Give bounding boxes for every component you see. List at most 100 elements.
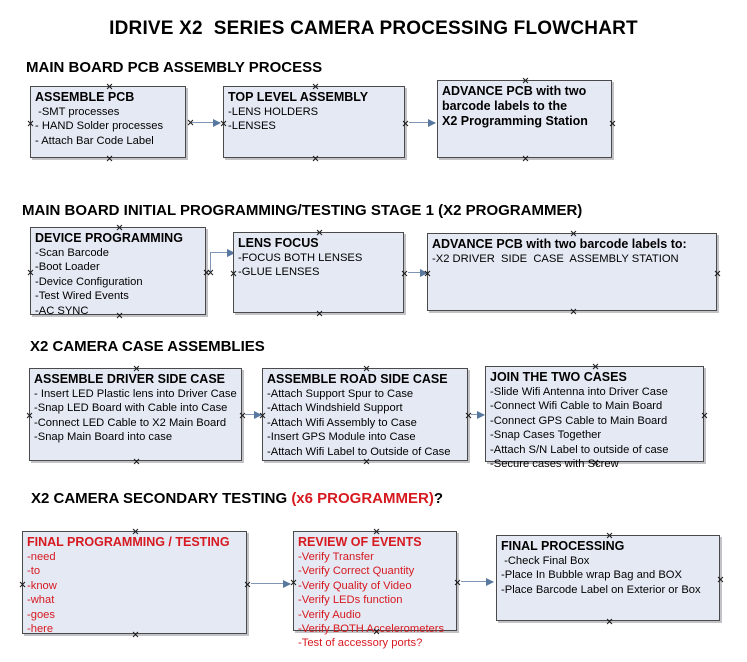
resize-handle-bottom[interactable] xyxy=(522,155,529,162)
resize-handle-bottom[interactable] xyxy=(570,308,577,315)
list-item: -Slide Wifi Antenna into Driver Case xyxy=(490,386,668,398)
list-item: -Boot Loader xyxy=(35,261,100,274)
resize-handle-top[interactable] xyxy=(606,532,613,539)
resize-handle-bottom[interactable] xyxy=(133,458,140,465)
resize-handle-top[interactable] xyxy=(570,230,577,237)
list-item: -need xyxy=(27,551,56,563)
list-item: -Attach Support Spur to Case xyxy=(267,388,414,400)
list-item: -what xyxy=(27,594,55,607)
box-join-the-two-cases[interactable]: JOIN THE TWO CASES -Slide Wifi Antenna i… xyxy=(485,363,704,470)
list-item: -LENS HOLDERS xyxy=(228,106,319,118)
box-advance-pcb-to-driver-side-case[interactable]: ADVANCE PCB with two barcode labels to: … xyxy=(427,233,717,311)
connector-road-side-to-join-cases xyxy=(471,410,485,419)
resize-handle-bottom[interactable] xyxy=(312,155,319,162)
list-item: -Test Wired Events xyxy=(35,290,129,303)
resize-handle-left[interactable] xyxy=(27,269,34,276)
box-item-list: -Check Final Box -Place In Bubble wrap B… xyxy=(501,554,715,597)
list-item: -know xyxy=(27,579,57,592)
list-item: -GLUE LENSES xyxy=(238,266,320,279)
box-item-list: -LENS HOLDERS -LENSES xyxy=(228,105,400,134)
list-item: -Place In Bubble wrap Bag and BOX xyxy=(501,569,682,582)
list-item: -FOCUS BOTH LENSES xyxy=(238,252,363,264)
resize-handle-right[interactable] xyxy=(402,120,409,127)
resize-handle-top[interactable] xyxy=(116,224,123,231)
list-item: -Device Configuration xyxy=(35,275,143,288)
list-item: -Attach S/N Label to outside of case xyxy=(490,443,669,456)
resize-handle-right[interactable] xyxy=(203,269,210,276)
list-item: -AC SYNC xyxy=(35,304,89,317)
resize-handle-top[interactable] xyxy=(522,77,529,84)
resize-handle-top[interactable] xyxy=(363,365,370,372)
connector-assemble-pcb-to-top-level-assembly xyxy=(190,118,221,127)
box-final-processing[interactable]: FINAL PROCESSING -Check Final Box -Place… xyxy=(496,535,720,621)
box-lens-focus[interactable]: LENS FOCUS -FOCUS BOTH LENSES -GLUE LENS… xyxy=(233,232,404,313)
resize-handle-top[interactable] xyxy=(592,363,599,370)
list-item: -Scan Barcode xyxy=(35,247,110,259)
section-heading-main-board-initial-programming: MAIN BOARD INITIAL PROGRAMMING/TESTING S… xyxy=(22,202,583,219)
list-item: -goes xyxy=(27,608,55,621)
resize-handle-left[interactable] xyxy=(26,412,33,419)
box-title: DEVICE PROGRAMMING xyxy=(35,231,183,245)
box-title: ADVANCE PCB with two barcode labels to: xyxy=(432,237,687,251)
box-top-level-assembly[interactable]: TOP LEVEL ASSEMBLY -LENS HOLDERS -LENSES xyxy=(223,86,405,158)
connector-review-of-events-to-final-processing xyxy=(461,577,494,586)
list-item: -Snap Cases Together xyxy=(490,429,602,442)
resize-handle-right[interactable] xyxy=(609,120,616,127)
section-heading-x2-camera-case-assemblies: X2 CAMERA CASE ASSEMBLIES xyxy=(30,338,265,355)
resize-handle-right[interactable] xyxy=(244,581,251,588)
list-item: -Connect LED Cable to X2 Main Board xyxy=(34,416,227,429)
list-item: -to xyxy=(27,565,41,578)
resize-handle-right[interactable] xyxy=(714,270,721,277)
box-review-of-events[interactable]: REVIEW OF EVENTS -Verify Transfer -Verif… xyxy=(293,528,457,649)
list-item: -Verify Correct Quantity xyxy=(298,565,415,578)
resize-handle-top[interactable] xyxy=(312,83,319,90)
list-item: -Insert GPS Module into Case xyxy=(267,431,416,444)
resize-handle-top[interactable] xyxy=(133,365,140,372)
resize-handle-bottom[interactable] xyxy=(106,155,113,162)
box-title: JOIN THE TWO CASES xyxy=(490,370,627,384)
box-title: ASSEMBLE DRIVER SIDE CASE xyxy=(34,372,226,386)
resize-handle-top[interactable] xyxy=(106,83,113,90)
connector-lens-focus-to-advance-pcb xyxy=(408,268,428,277)
box-final-programming-testing[interactable]: FINAL PROGRAMMING / TESTING -need -to -k… xyxy=(19,528,247,636)
box-title: ASSEMBLE ROAD SIDE CASE xyxy=(267,372,448,386)
resize-handle-top[interactable] xyxy=(132,528,139,535)
box-title: TOP LEVEL ASSEMBLY xyxy=(228,90,369,104)
box-title: FINAL PROCESSING xyxy=(501,539,625,553)
resize-handle-right[interactable] xyxy=(701,412,708,419)
resize-handle-right[interactable] xyxy=(465,412,472,419)
list-item: -Verify LEDs function xyxy=(298,594,403,607)
list-item: -Snap LED Board with Cable into Case xyxy=(34,402,228,415)
list-item: -Verify Audio xyxy=(298,608,361,621)
box-assemble-pcb[interactable]: ASSEMBLE PCB -SMT processes - HAND Solde… xyxy=(30,86,186,158)
box-item-list: -Verify Transfer -Verify Correct Quantit… xyxy=(298,550,452,651)
box-advance-pcb-to-x2-programming-station[interactable]: ADVANCE PCB with two barcode labels to t… xyxy=(437,80,612,158)
list-item: -Connect Wifi Cable to Main Board xyxy=(490,400,663,413)
box-title: LENS FOCUS xyxy=(238,236,319,250)
section-heading-x2-camera-secondary-testing: X2 CAMERA SECONDARY TESTING (x6 PROGRAMM… xyxy=(31,490,443,507)
section-heading-suffix: ? xyxy=(433,490,443,507)
resize-handle-right[interactable] xyxy=(239,412,246,419)
list-item: -Place Barcode Label on Exterior or Box xyxy=(501,583,701,596)
resize-handle-left[interactable] xyxy=(19,581,26,588)
box-device-programming[interactable]: DEVICE PROGRAMMING -Scan Barcode -Boot L… xyxy=(27,224,206,317)
box-assemble-driver-side-case[interactable]: ASSEMBLE DRIVER SIDE CASE - Insert LED P… xyxy=(29,368,242,461)
list-item: -here xyxy=(27,623,54,636)
resize-handle-top[interactable] xyxy=(373,528,380,535)
list-item: - Insert LED Plastic lens into Driver Ca… xyxy=(34,388,237,400)
resize-handle-left[interactable] xyxy=(27,120,34,127)
resize-handle-right[interactable] xyxy=(717,576,724,583)
resize-handle-bottom[interactable] xyxy=(316,310,323,317)
box-item-list: -Slide Wifi Antenna into Driver Case -Co… xyxy=(490,385,699,471)
section-heading-main-board-pcb-assembly: MAIN BOARD PCB ASSEMBLY PROCESS xyxy=(26,59,323,76)
box-assemble-road-side-case[interactable]: ASSEMBLE ROAD SIDE CASE -Attach Support … xyxy=(262,368,468,461)
list-item: -Attach Windshield Support xyxy=(267,402,403,415)
page-title: IDRIVE X2 SERIES CAMERA PROCESSING FLOWC… xyxy=(109,18,638,39)
box-item-list: - Insert LED Plastic lens into Driver Ca… xyxy=(34,387,237,445)
resize-handle-right[interactable] xyxy=(401,270,408,277)
resize-handle-top[interactable] xyxy=(316,229,323,236)
resize-handle-bottom[interactable] xyxy=(606,618,613,625)
box-item-list: -need -to -know -what -goes -here xyxy=(27,550,242,636)
box-title: ADVANCE PCB with two barcode labels to t… xyxy=(442,84,588,128)
resize-handle-right[interactable] xyxy=(454,579,461,586)
